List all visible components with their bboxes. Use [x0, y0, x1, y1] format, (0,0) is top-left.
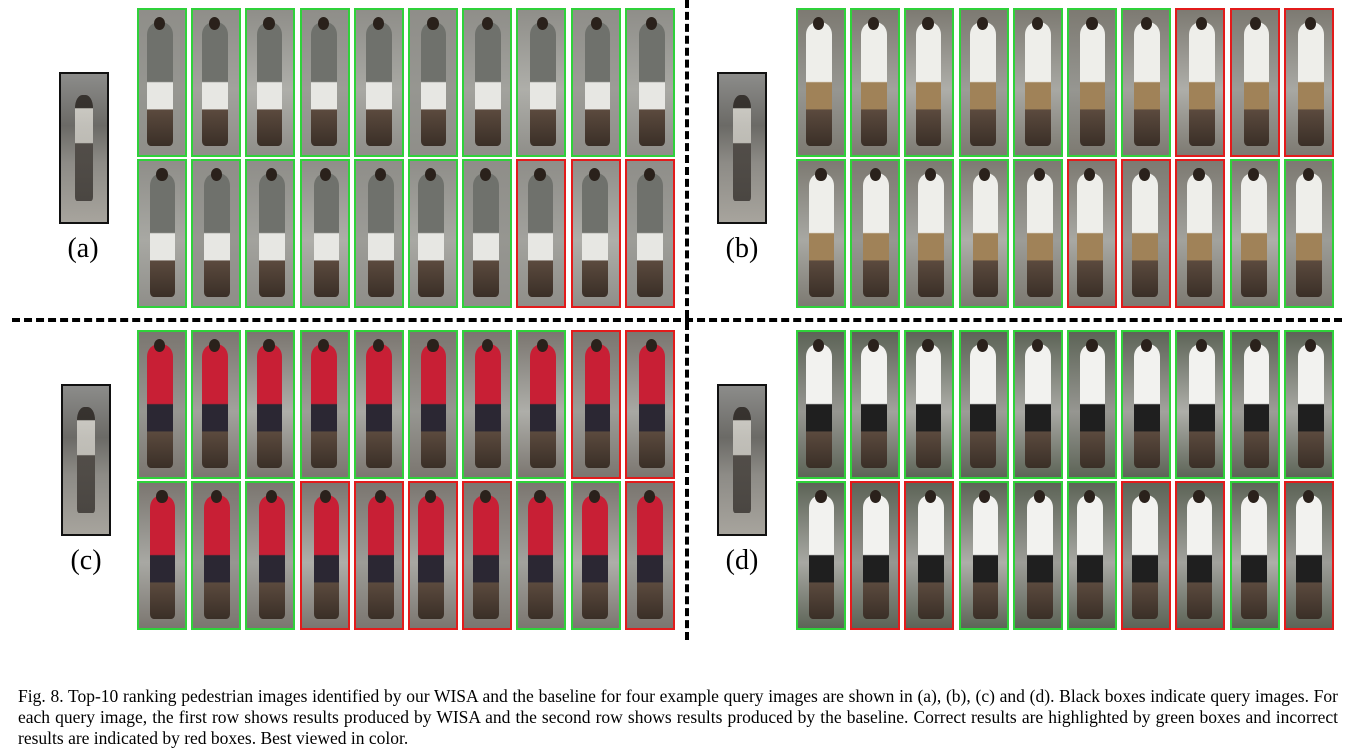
result-c-row1-rank10	[624, 330, 675, 479]
result-a-row2-rank7	[462, 159, 513, 308]
result-b-row1-rank1	[796, 8, 846, 157]
result-d-row1-rank4	[958, 330, 1009, 479]
result-d-row2-rank9	[1229, 481, 1280, 630]
result-d-row1-rank2	[850, 330, 901, 479]
result-c-row1-rank3	[245, 330, 296, 479]
result-d-row2-rank8	[1175, 481, 1226, 630]
result-b-row2-rank7	[1121, 159, 1172, 308]
query-label-c: (c)	[70, 545, 102, 576]
result-c-row2-rank6	[408, 481, 458, 630]
result-d-row1-rank3	[904, 330, 955, 479]
result-c-row2-rank7	[462, 481, 513, 630]
result-a-row1-rank4	[299, 8, 350, 157]
result-c-row2-rank8	[516, 481, 567, 630]
query-image-a	[59, 72, 109, 224]
result-a-row1-rank1	[137, 8, 187, 157]
result-b-row1-rank2	[850, 8, 901, 157]
result-d-row1-rank10	[1283, 330, 1334, 479]
result-c-row1-rank4	[299, 330, 350, 479]
result-c-row2-rank5	[353, 481, 404, 630]
result-a-row2-rank10	[624, 159, 675, 308]
query-image-d	[717, 384, 767, 536]
result-d-row2-rank3	[904, 481, 955, 630]
result-a-row1-rank8	[516, 8, 567, 157]
result-b-row2-rank3	[904, 159, 955, 308]
result-a-row1-rank6	[408, 8, 458, 157]
result-c-row1-rank2	[191, 330, 242, 479]
result-d-row1-rank8	[1175, 330, 1226, 479]
result-b-row1-rank10	[1283, 8, 1334, 157]
result-d-row2-rank2	[850, 481, 901, 630]
result-c-row2-rank9	[570, 481, 621, 630]
result-c-row1-rank9	[570, 330, 621, 479]
result-a-row2-rank9	[570, 159, 621, 308]
result-d-row2-rank7	[1121, 481, 1172, 630]
result-a-row2-rank8	[516, 159, 567, 308]
result-d-row1-rank1	[796, 330, 846, 479]
result-b-row2-rank1	[796, 159, 846, 308]
result-c-row2-rank1	[137, 481, 187, 630]
figure-caption: Fig. 8. Top-10 ranking pedestrian images…	[18, 685, 1338, 748]
result-c-row2-rank4	[299, 481, 350, 630]
query-label-b: (b)	[725, 233, 759, 264]
result-a-row1-rank9	[570, 8, 621, 157]
result-a-row1-rank5	[353, 8, 404, 157]
result-c-row1-rank5	[353, 330, 404, 479]
result-a-row2-rank4	[299, 159, 350, 308]
result-b-row1-rank4	[958, 8, 1009, 157]
result-c-row2-rank10	[624, 481, 675, 630]
result-d-row2-rank5	[1012, 481, 1063, 630]
result-c-row2-rank2	[191, 481, 242, 630]
result-d-row2-rank4	[958, 481, 1009, 630]
result-b-row2-rank10	[1283, 159, 1334, 308]
result-a-row1-rank7	[462, 8, 513, 157]
result-d-row1-rank6	[1067, 330, 1117, 479]
result-a-row2-rank1	[137, 159, 187, 308]
result-d-row2-rank6	[1067, 481, 1117, 630]
result-b-row1-rank6	[1067, 8, 1117, 157]
result-b-row1-rank7	[1121, 8, 1172, 157]
result-a-row1-rank3	[245, 8, 296, 157]
result-c-row1-rank8	[516, 330, 567, 479]
result-a-row2-rank2	[191, 159, 242, 308]
result-a-row2-rank5	[353, 159, 404, 308]
result-c-row1-rank1	[137, 330, 187, 479]
result-b-row1-rank8	[1175, 8, 1226, 157]
horizontal-divider	[12, 318, 1342, 322]
result-b-row2-rank4	[958, 159, 1009, 308]
result-d-row2-rank1	[796, 481, 846, 630]
query-image-b	[717, 72, 767, 224]
result-b-row1-rank5	[1012, 8, 1063, 157]
result-c-row1-rank7	[462, 330, 513, 479]
result-a-row1-rank2	[191, 8, 242, 157]
result-a-row2-rank6	[408, 159, 458, 308]
query-label-d: (d)	[725, 545, 759, 576]
result-b-row1-rank3	[904, 8, 955, 157]
result-d-row1-rank9	[1229, 330, 1280, 479]
result-b-row2-rank9	[1229, 159, 1280, 308]
result-b-row2-rank6	[1067, 159, 1117, 308]
query-image-c	[61, 384, 111, 536]
result-a-row2-rank3	[245, 159, 296, 308]
result-d-row2-rank10	[1283, 481, 1334, 630]
result-b-row2-rank8	[1175, 159, 1226, 308]
result-a-row1-rank10	[624, 8, 675, 157]
result-c-row2-rank3	[245, 481, 296, 630]
result-c-row1-rank6	[408, 330, 458, 479]
result-b-row2-rank5	[1012, 159, 1063, 308]
result-d-row1-rank7	[1121, 330, 1172, 479]
query-label-a: (a)	[67, 233, 99, 264]
result-b-row1-rank9	[1229, 8, 1280, 157]
result-d-row1-rank5	[1012, 330, 1063, 479]
result-b-row2-rank2	[850, 159, 901, 308]
